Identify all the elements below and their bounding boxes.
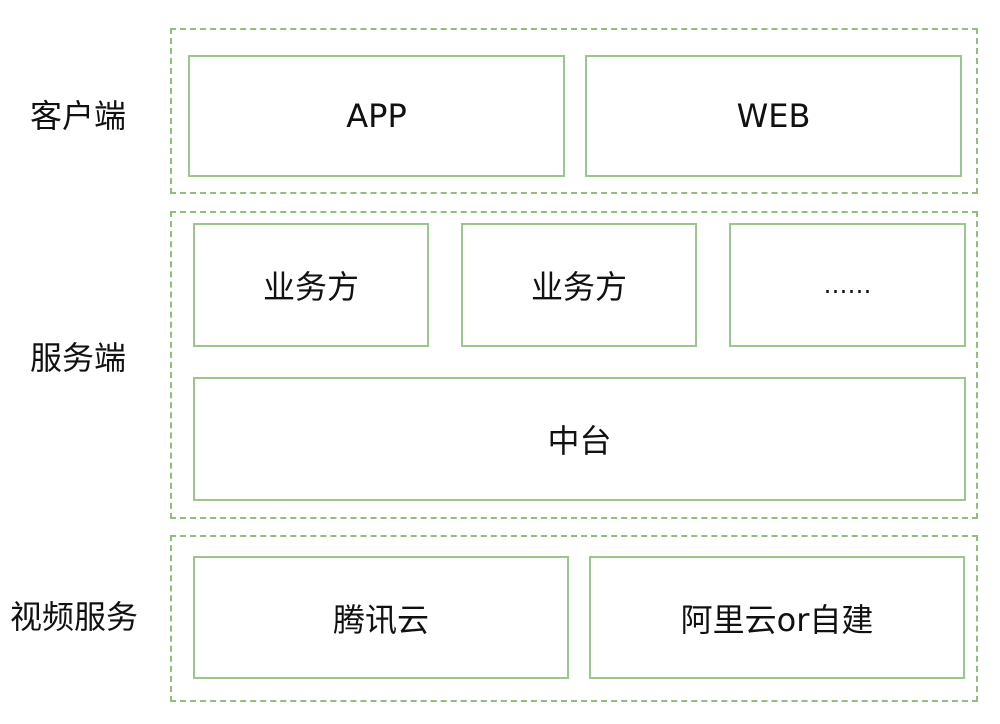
server-layer-label: 服务端 (30, 339, 127, 377)
business-party-box-2: 业务方 (461, 223, 697, 347)
client-layer (170, 28, 978, 194)
aliyun-or-self-built-box: 阿里云or自建 (589, 556, 965, 679)
video-layer-label: 视频服务 (10, 598, 139, 636)
middle-platform-box: 中台 (193, 377, 966, 501)
app-box: APP (188, 55, 565, 177)
video-layer (170, 535, 978, 702)
business-party-box-1: 业务方 (193, 223, 429, 347)
client-layer-label: 客户端 (30, 97, 127, 135)
server-layer (170, 211, 978, 519)
web-box: WEB (585, 55, 962, 177)
more-box: …… (729, 223, 966, 347)
tencent-cloud-box: 腾讯云 (193, 556, 569, 679)
